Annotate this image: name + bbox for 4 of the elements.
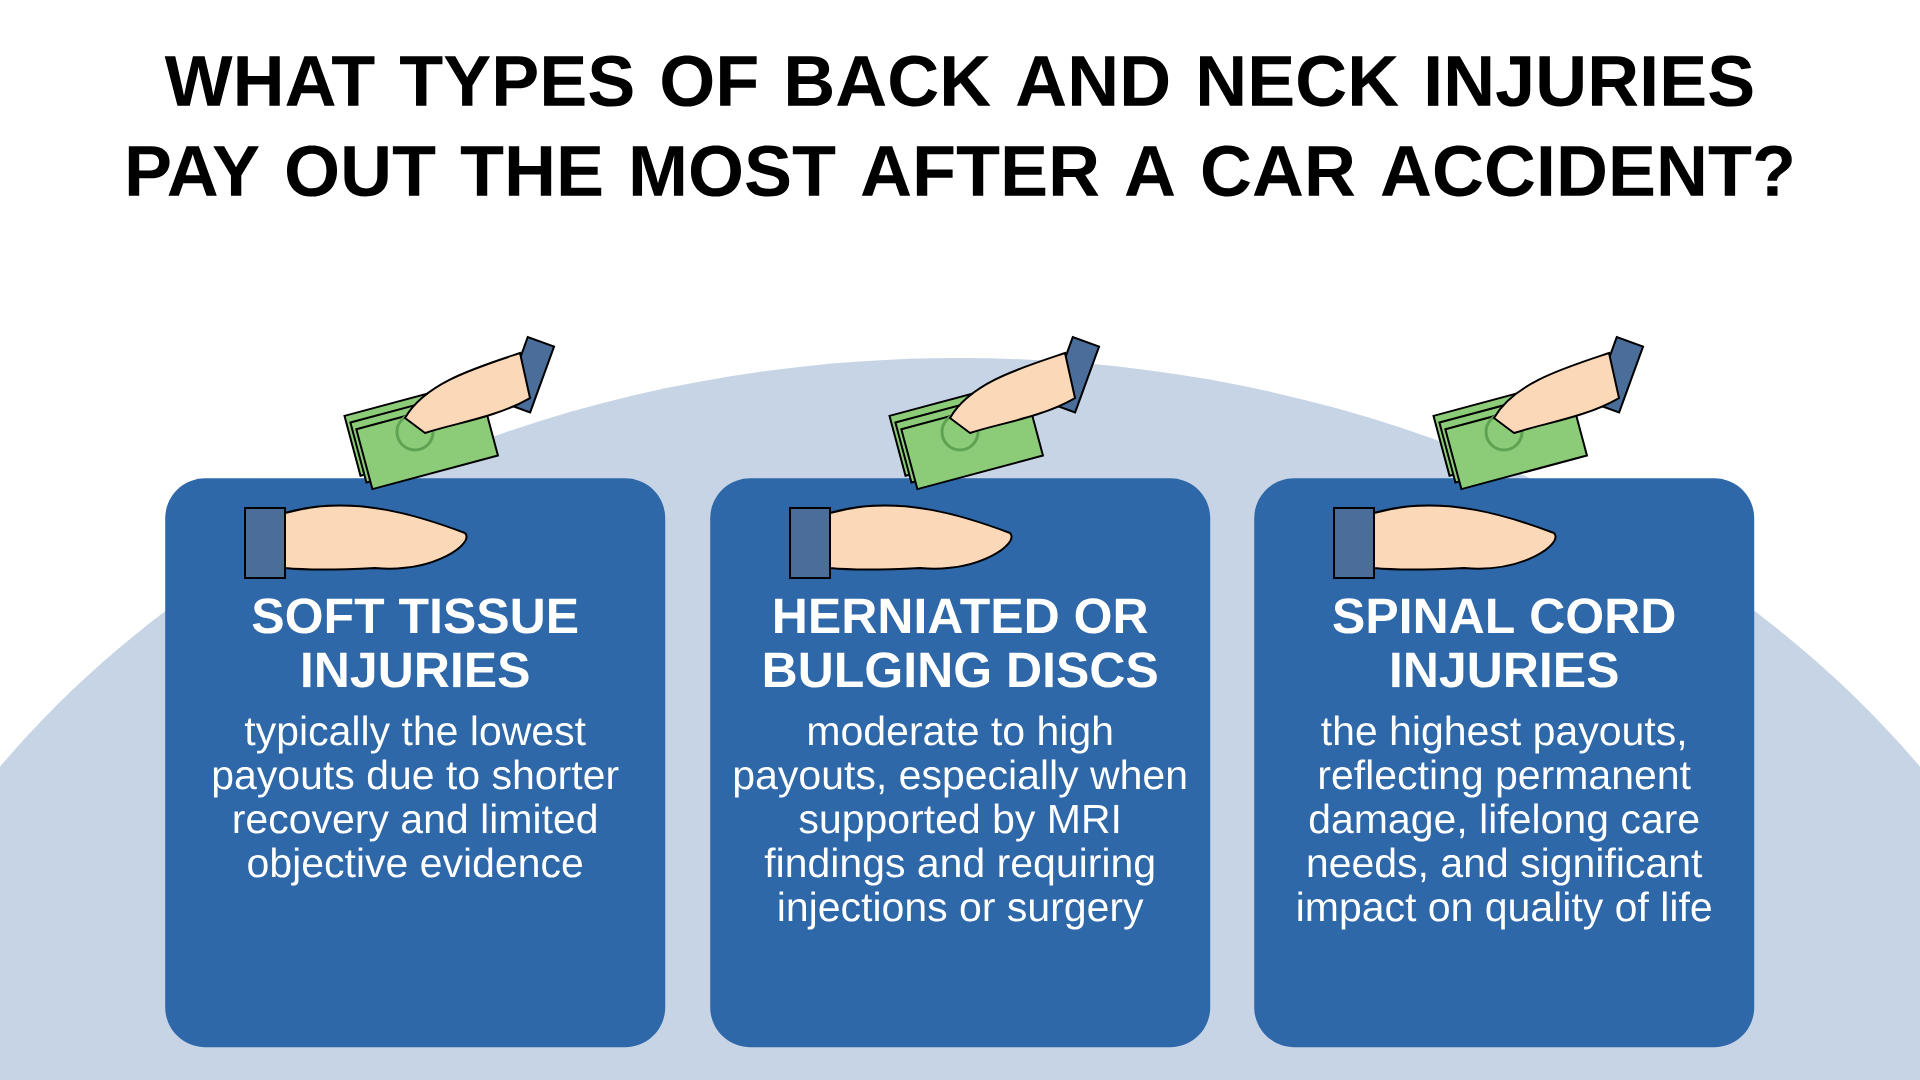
card: HERNIATED OR BULGING DISCS moderate to high payouts, especially when supported by MRI findings and requiring injections or surgery [710,478,1211,1048]
title: WHAT TYPES OF BACK AND NECK INJURIES PAY OUT THE MOST AFTER A CAR ACCIDENT? [128,55,1792,197]
card: SPINAL CORD INJURIES the highest payouts, reflecting permanent damage, lifelong care needs, and significant impact on quality of life [1254,478,1755,1048]
card: SOFT TISSUE INJURIES typically the lowest payouts due to shorter recovery and limited objective evidence [165,478,666,1048]
